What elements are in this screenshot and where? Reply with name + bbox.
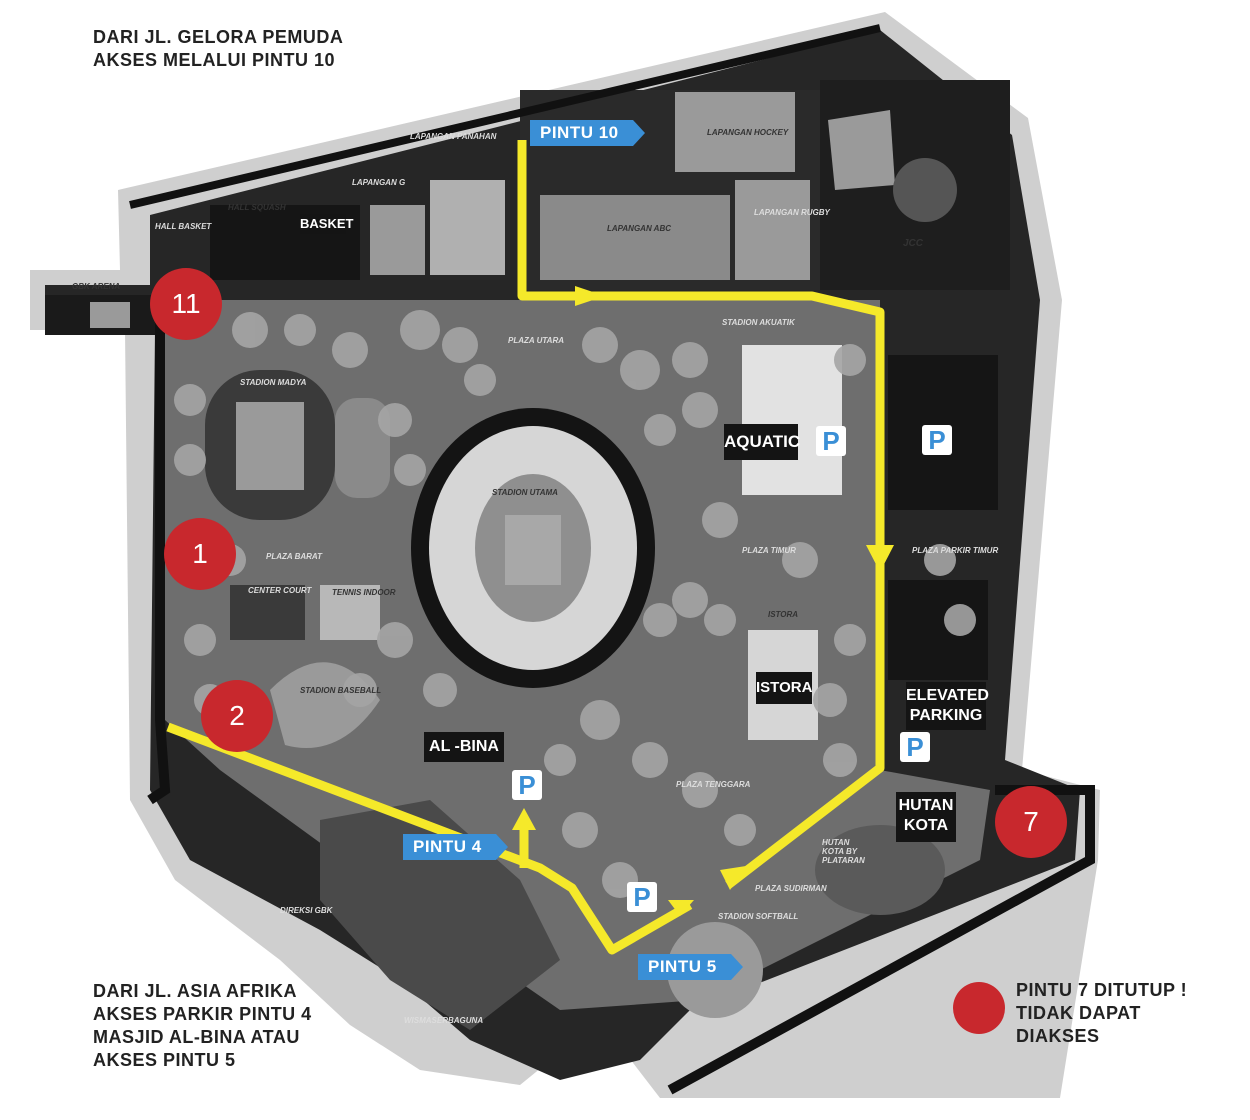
legend-line3: DIAKSES <box>1016 1026 1100 1046</box>
direksi-gbk-complex <box>320 800 560 1030</box>
label-hutan-kota-by-plataran: HUTAN KOTA BY PLATARAN <box>822 838 865 865</box>
route-north <box>517 140 885 889</box>
gate-pintu-10: PINTU 10 <box>530 120 645 146</box>
madya-annex-field <box>335 398 390 498</box>
label-jcc: JCC <box>903 238 924 249</box>
gate-11-badge: 11 <box>150 268 222 340</box>
annotation-gelora-pemuda: DARI JL. GELORA PEMUDA AKSES MELALUI PIN… <box>93 26 343 72</box>
venue-aquatic: AQUATIC <box>724 424 800 460</box>
route-arrow-sw <box>720 866 746 890</box>
label-plaza-timur: PLAZA TIMUR <box>742 546 796 555</box>
label-wismaserbaguna: WISMASERBAGUNA <box>404 1016 484 1025</box>
label-plaza-tenggara: PLAZA TENGGARA <box>676 780 751 789</box>
annotation-asia-afrika: DARI JL. ASIA AFRIKA AKSES PARKIR PINTU … <box>93 980 312 1072</box>
field-lapangan-g <box>370 205 425 275</box>
annotation-asia-afrika-line4: AKSES PINTU 5 <box>93 1050 236 1070</box>
label-lapangan-rugby: LAPANGAN RUGBY <box>754 208 830 217</box>
route-arrow-up <box>512 808 536 830</box>
label-plaza-parkir-timur: PLAZA PARKIR TIMUR <box>912 546 999 555</box>
label-stadion-baseball: STADION BASEBALL <box>300 686 382 695</box>
label-stadion-softball: STADION SOFTBALL <box>718 912 799 921</box>
label-stadion-akuatik: STADION AKUATIK <box>722 318 795 327</box>
annotation-asia-afrika-line1: DARI JL. ASIA AFRIKA <box>93 981 298 1001</box>
venue-hutan-kota-line1: HUTAN <box>898 797 954 814</box>
label-gbk-arena: GBK ARENA <box>72 282 121 291</box>
north-road <box>129 24 881 209</box>
parking-al-bina-icon: P <box>512 770 542 800</box>
gate-7-badge: 7 <box>995 786 1067 858</box>
hutan-kota-area <box>815 825 945 915</box>
annotation-asia-afrika-line2: AKSES PARKIR PINTU 4 <box>93 1004 312 1024</box>
field-hockey <box>675 92 795 172</box>
venue-elevated-parking: ELEVATED PARKING <box>906 682 989 730</box>
legend-pintu-7-closed: PINTU 7 DITUTUP ! TIDAK DAPAT DIAKSES <box>1016 979 1187 1048</box>
legend-line1: PINTU 7 DITUTUP ! <box>1016 980 1188 1000</box>
label-hall-squash: HALL SQUASH <box>228 203 286 212</box>
stadion-madya-field <box>236 402 304 490</box>
aquatic-building <box>742 345 842 495</box>
label-hall-basket: HALL BASKET <box>155 222 212 231</box>
perimeter-road <box>147 300 171 805</box>
label-plaza-barat: PLAZA BARAT <box>266 552 322 561</box>
annotation-asia-afrika-line3: MASJID AL-BINA ATAU <box>93 1027 300 1047</box>
label-stadion-utama: STADION UTAMA <box>492 488 558 497</box>
venue-hutan-kota: HUTAN KOTA <box>896 792 956 842</box>
label-direksi-gbk: DIREKSI GBK <box>280 906 333 915</box>
legend-closed-marker <box>953 982 1005 1034</box>
label-lapangan-panahan: LAPANGAN PANAHAN <box>410 132 497 141</box>
label-plaza-utara: PLAZA UTARA <box>508 336 564 345</box>
field-rugby <box>735 180 810 280</box>
venue-istora: ISTORA <box>756 672 812 704</box>
annotation-gelora-pemuda-line1: DARI JL. GELORA PEMUDA <box>93 27 344 47</box>
parking-south-icon: P <box>627 882 657 912</box>
label-center-court: CENTER COURT <box>248 586 312 595</box>
parking-east-icon: P <box>922 425 952 455</box>
jcc-dome <box>893 158 957 222</box>
center-court-block <box>230 585 305 640</box>
venue-hutan-kota-line2: KOTA <box>903 817 949 834</box>
route-southwest <box>166 722 693 955</box>
venue-basket: BASKET <box>300 214 353 234</box>
route-arrow-ne <box>668 900 694 916</box>
label-lapangan-abc: LAPANGAN ABC <box>607 224 671 233</box>
venue-elevated-parking-line1: ELEVATED <box>906 687 989 704</box>
stadion-utama-pitch <box>505 515 561 585</box>
label-istora-small: ISTORA <box>768 610 799 619</box>
gbk-arena-roof <box>90 302 130 328</box>
parking-elevated-icon: P <box>900 732 930 762</box>
jcc-roof <box>828 110 895 190</box>
venue-elevated-parking-line2: PARKING <box>909 707 983 724</box>
label-lapangan-hockey: LAPANGAN HOCKEY <box>707 128 789 137</box>
label-tennis-indoor: TENNIS INDOOR <box>332 588 396 597</box>
label-plaza-sudirman: PLAZA SUDIRMAN <box>755 884 827 893</box>
gate-2-badge: 2 <box>201 680 273 752</box>
route-arrow-east <box>575 286 605 306</box>
venue-al-bina: AL -BINA <box>424 732 504 762</box>
label-stadion-madya: STADION MADYA <box>240 378 307 387</box>
field-lapangan-abc <box>540 195 730 280</box>
tennis-indoor-block <box>320 585 380 640</box>
legend-line2: TIDAK DAPAT <box>1016 1003 1141 1023</box>
label-lapangan-g: LAPANGAN G <box>352 178 406 187</box>
parking-aquatic-icon: P <box>816 426 846 456</box>
annotation-gelora-pemuda-line2: AKSES MELALUI PINTU 10 <box>93 50 336 70</box>
route-arrow-south <box>866 545 894 572</box>
lapangan-panahan <box>430 180 505 275</box>
gate-pintu-5: PINTU 5 <box>638 954 743 980</box>
gate-1-badge: 1 <box>164 518 236 590</box>
gate-pintu-4: PINTU 4 <box>403 834 508 860</box>
